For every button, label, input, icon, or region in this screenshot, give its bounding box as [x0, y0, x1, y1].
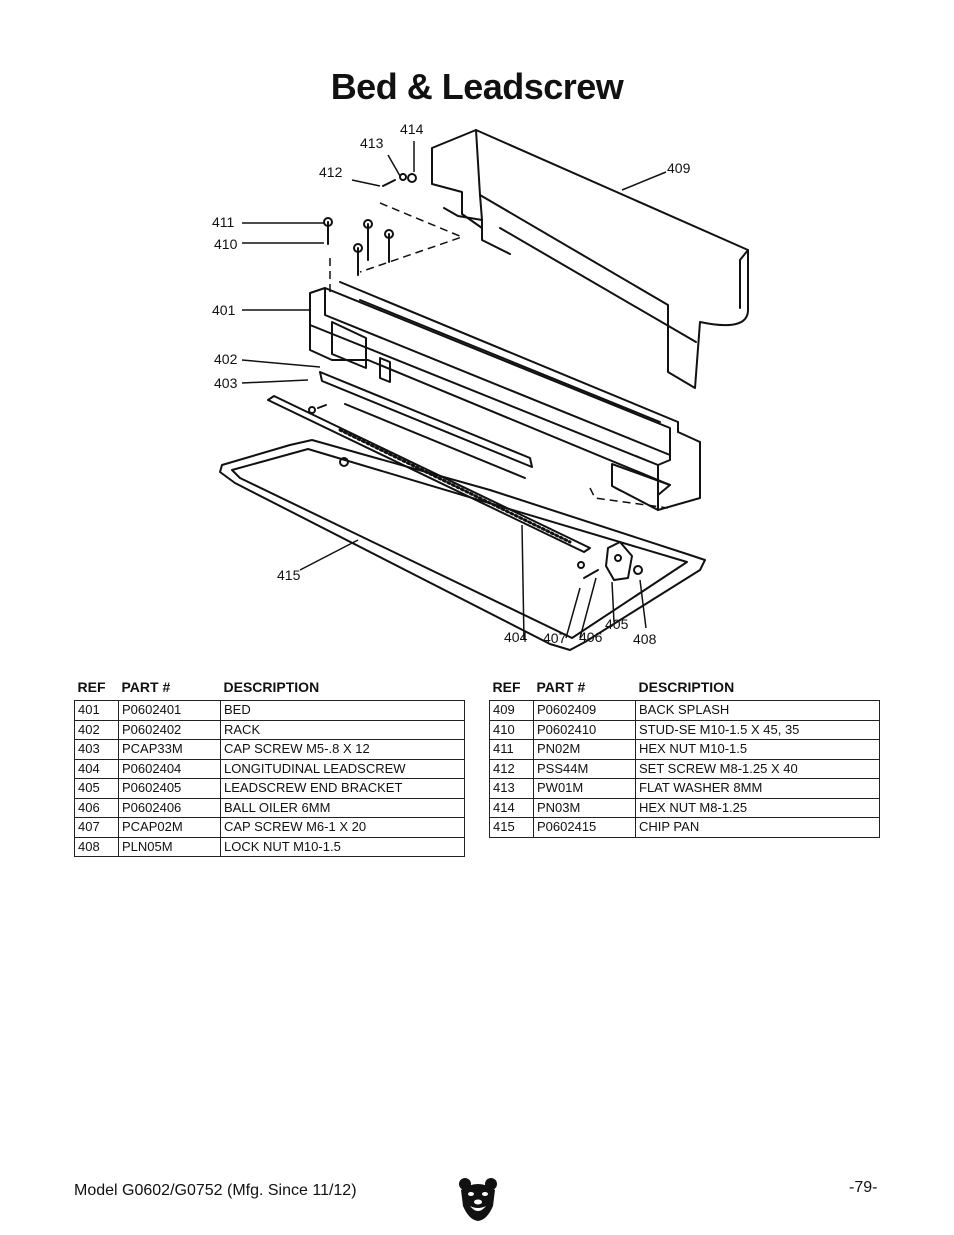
ref-cell: 412 [489, 758, 534, 779]
description-cell: CAP SCREW M5-.8 X 12 [220, 739, 465, 760]
description-cell: SET SCREW M8-1.25 X 40 [635, 758, 880, 779]
callout-404: 404 [504, 629, 528, 645]
part-number-cell: P0602402 [118, 719, 221, 740]
callout-402: 402 [214, 351, 238, 367]
part-number-cell: PW01M [533, 778, 636, 799]
callout-414: 414 [400, 121, 424, 137]
ref-cell: 409 [489, 700, 534, 721]
part-number-cell: PCAP33M [118, 739, 221, 760]
part-number-cell: PLN05M [118, 836, 221, 857]
callout-412: 412 [319, 164, 343, 180]
part-number-cell: P0602401 [118, 700, 221, 721]
ref-cell: 410 [489, 719, 534, 740]
part-number-cell: P0602406 [118, 797, 221, 818]
part-number-cell: PSS44M [533, 758, 636, 779]
header-description: DESCRIPTION [638, 679, 735, 695]
header-part-number: PART # [121, 679, 171, 695]
page-title: Bed & Leadscrew [330, 66, 624, 107]
footer-model-text: Model G0602/G0752 (Mfg. Since 11/12) [74, 1182, 357, 1199]
ref-cell: 408 [74, 836, 119, 857]
description-cell: BACK SPLASH [635, 700, 880, 721]
header-ref: REF [492, 679, 521, 695]
description-cell: HEX NUT M10-1.5 [635, 739, 880, 760]
chip-pan-drawing [219, 439, 706, 651]
description-cell: LOCK NUT M10-1.5 [220, 836, 465, 857]
bed-drawing [309, 281, 701, 511]
fasteners-drawing [308, 173, 599, 579]
header-description: DESCRIPTION [223, 679, 320, 695]
part-number-cell: PN03M [533, 797, 636, 818]
callout-408: 408 [633, 631, 657, 647]
part-number-cell: P0602415 [533, 817, 636, 838]
description-cell: BALL OILER 6MM [220, 797, 465, 818]
callout-405: 405 [605, 616, 629, 632]
ref-cell: 407 [74, 817, 119, 838]
callout-406: 406 [579, 629, 603, 645]
bear-logo-icon [459, 1178, 497, 1221]
rack-drawing [319, 371, 533, 479]
part-number-cell: P0602409 [533, 700, 636, 721]
ref-cell: 401 [74, 700, 119, 721]
ref-cell: 414 [489, 797, 534, 818]
callout-403: 403 [214, 375, 238, 391]
exploded-parts-diagram: 414 413 412 409 411 410 401 402 403 415 … [212, 121, 749, 651]
callout-415: 415 [277, 567, 301, 583]
ref-cell: 411 [489, 739, 534, 760]
header-ref: REF [77, 679, 106, 695]
ref-cell: 413 [489, 778, 534, 799]
description-cell: HEX NUT M8-1.25 [635, 797, 880, 818]
callout-401: 401 [212, 302, 236, 318]
leadscrew-drawing [267, 395, 591, 553]
description-cell: CAP SCREW M6-1 X 20 [220, 817, 465, 838]
part-number-cell: P0602410 [533, 719, 636, 740]
ref-cell: 403 [74, 739, 119, 760]
description-cell: FLAT WASHER 8MM [635, 778, 880, 799]
callout-410: 410 [214, 236, 238, 252]
callout-411: 411 [212, 214, 235, 230]
header-part-number: PART # [536, 679, 586, 695]
end-bracket-drawing [339, 457, 643, 581]
ref-cell: 415 [489, 817, 534, 838]
description-cell: BED [220, 700, 465, 721]
description-cell: STUD-SE M10-1.5 X 45, 35 [635, 719, 880, 740]
description-cell: RACK [220, 719, 465, 740]
ref-cell: 406 [74, 797, 119, 818]
ref-cell: 404 [74, 758, 119, 779]
description-cell: LONGITUDINAL LEADSCREW [220, 758, 465, 779]
back-splash-drawing [431, 129, 749, 389]
callout-413: 413 [360, 135, 384, 151]
ref-cell: 405 [74, 778, 119, 799]
page-number: -79- [849, 1179, 878, 1196]
part-number-cell: PCAP02M [118, 817, 221, 838]
part-number-cell: P0602405 [118, 778, 221, 799]
description-cell: CHIP PAN [635, 817, 880, 838]
description-cell: LEADSCREW END BRACKET [220, 778, 465, 799]
part-number-cell: P0602404 [118, 758, 221, 779]
callout-407: 407 [543, 630, 567, 646]
part-number-cell: PN02M [533, 739, 636, 760]
callout-409: 409 [667, 160, 691, 176]
ref-cell: 402 [74, 719, 119, 740]
